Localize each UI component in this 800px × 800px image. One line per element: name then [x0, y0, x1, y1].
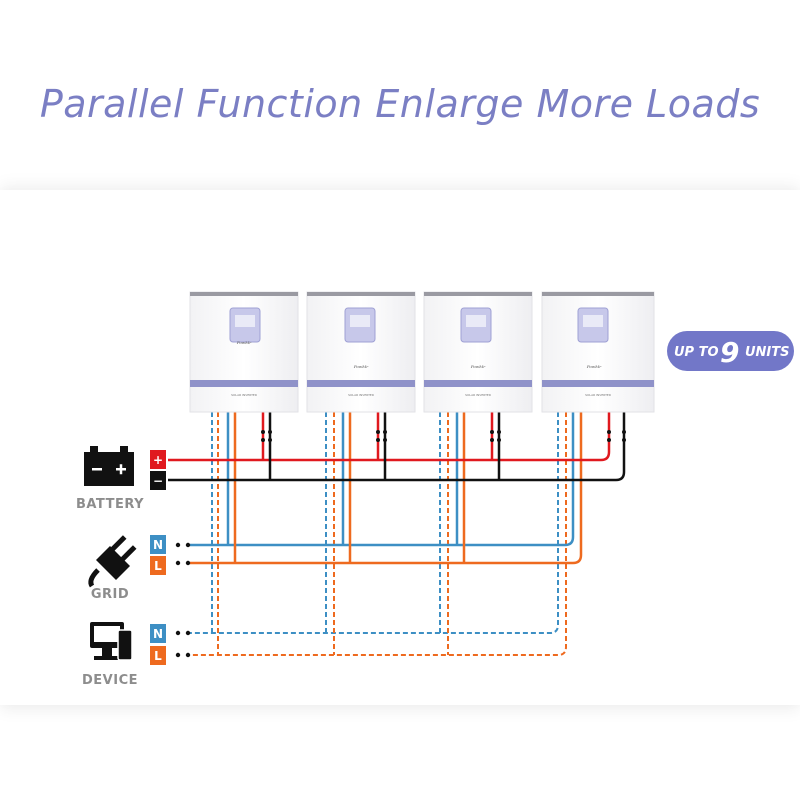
computer-icon [90, 622, 133, 661]
inverter-brand: PowMr [236, 340, 252, 345]
inverter-4: PowMr SOLAR INVERTER [541, 291, 655, 413]
badge-prefix: UP TO [674, 345, 719, 360]
grid-legend: GRID N L [88, 535, 191, 602]
device-label: DEVICE [82, 673, 138, 688]
grid-live-lines [190, 412, 583, 565]
grid-neutral-terminal [150, 535, 166, 554]
battery-negative-terminal [150, 471, 166, 490]
units-badge: UP TO 9 UNITS [667, 331, 794, 371]
inverter-brand: PowMr [586, 364, 602, 369]
grid-neutral-letter: N [153, 538, 163, 552]
grid-live-terminal [150, 556, 166, 575]
device-legend: DEVICE N L [82, 622, 191, 688]
negative-sign: − [153, 474, 163, 488]
diagram-panel [0, 190, 800, 705]
inverter-1: PowMr SOLAR INVERTER [189, 291, 299, 413]
device-neutral-letter: N [153, 627, 163, 641]
battery-label: BATTERY [76, 497, 144, 512]
badge-number: 9 [720, 336, 739, 369]
device-live-terminal [150, 646, 166, 665]
badge-suffix: UNITS [745, 345, 790, 360]
inverter-brand: PowMr [470, 364, 486, 369]
battery-breakers [261, 430, 626, 442]
device-neutral-lines [190, 412, 559, 634]
device-live-lines [190, 412, 567, 656]
inverter-3: PowMr SOLAR INVERTER [423, 291, 533, 413]
battery-positive-terminal [150, 450, 166, 469]
battery-icon [84, 446, 134, 486]
positive-sign: + [153, 453, 163, 467]
grid-label: GRID [91, 587, 129, 602]
inverter-label: SOLAR INVERTER [348, 393, 374, 397]
inverter-label: SOLAR INVERTER [231, 393, 257, 397]
plug-icon [88, 535, 137, 588]
battery-legend: BATTERY + − [76, 446, 166, 512]
grid-live-letter: L [154, 559, 162, 573]
battery-negative-lines [168, 412, 626, 482]
inverter-brand: PowMr [353, 364, 369, 369]
inverter-label: SOLAR INVERTER [465, 393, 491, 397]
battery-positive-lines [168, 412, 611, 462]
device-neutral-terminal [150, 624, 166, 643]
grid-neutral-lines [190, 412, 575, 547]
page-title: Parallel Function Enlarge More Loads [39, 82, 761, 126]
inverter-label: SOLAR INVERTER [585, 393, 611, 397]
inverter-2: PowMr SOLAR INVERTER [306, 291, 416, 413]
device-live-letter: L [154, 649, 162, 663]
